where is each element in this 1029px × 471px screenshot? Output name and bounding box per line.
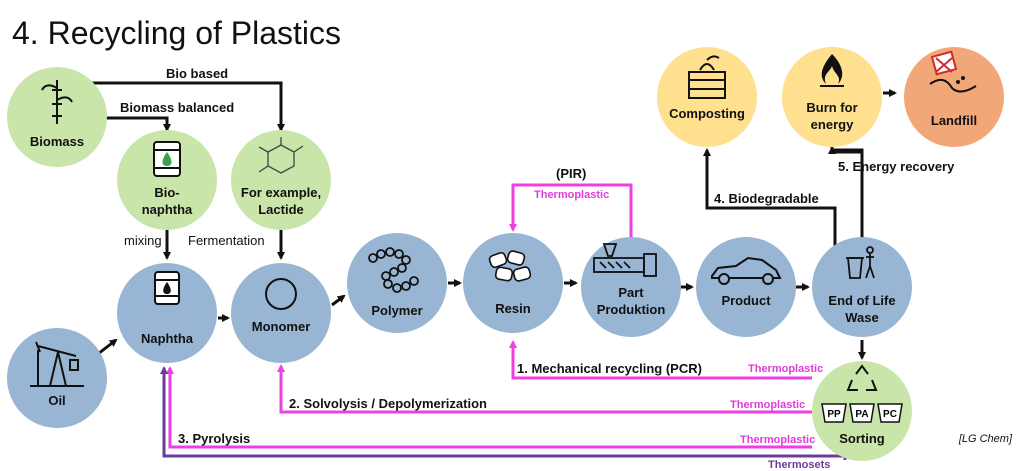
solvolysis-loop (277, 364, 812, 414)
landfill-icon (929, 50, 977, 93)
landfill-node: Landfill (904, 47, 1004, 147)
page-title: 4. Recycling of Plastics (12, 15, 341, 51)
recycle-icon (846, 364, 878, 391)
sort-bins: PP PA PC (821, 403, 903, 423)
polymer-node: Polymer (347, 233, 447, 333)
pyrolysis-thermoplastic-label: Thermoplastic (740, 434, 815, 446)
oil-node: Oil (7, 328, 107, 428)
polymer-chain-icon (368, 247, 419, 293)
oil-barrel-icon (154, 271, 180, 305)
solvolysis-label: 2. Solvolysis / Depolymerization (289, 396, 487, 411)
mixing-label: mixing (124, 233, 162, 248)
biomass-balanced-label: Biomass balanced (120, 100, 234, 115)
green-barrel-icon (153, 141, 181, 177)
pellets-icon (488, 250, 532, 282)
bin-pa-label: PA (855, 409, 868, 420)
source-credit: [LG Chem] (958, 433, 1013, 445)
monomer-to-polymer-arrow (331, 294, 346, 307)
pir-thermoplastic-label: Thermoplastic (534, 189, 609, 201)
biomass-balanced-arrow (100, 116, 171, 132)
burn-node: Burn for energy (782, 47, 882, 147)
pumpjack-icon (30, 341, 84, 387)
lactide-node: For example, Lactide (231, 130, 331, 230)
burn-label-2: energy (811, 117, 854, 132)
sorting-label: Sorting (839, 431, 885, 446)
bio-naphtha-label-1: Bio- (154, 185, 179, 200)
part-production-node: Part Produktion (581, 237, 681, 337)
solvolysis-thermoplastic-label: Thermoplastic (730, 399, 805, 411)
energy-recovery-label: 5. Energy recovery (838, 159, 955, 174)
bio-naphtha-label-2: naphtha (142, 202, 193, 217)
part-production-label-1: Part (618, 285, 644, 300)
pyrolysis-label: 3. Pyrolysis (178, 431, 250, 446)
compost-bin-icon (688, 55, 726, 99)
resin-label: Resin (495, 301, 530, 316)
resin-node: Resin (463, 233, 563, 333)
fermentation-label: Fermentation (188, 233, 265, 248)
lactide-label-2: Lactide (258, 202, 304, 217)
biomass-node: Biomass (7, 67, 107, 167)
part-production-label-2: Produktion (597, 302, 666, 317)
bio-naphtha-node: Bio- naphtha (117, 130, 217, 230)
monomer-label: Monomer (252, 319, 311, 334)
bamboo-icon (41, 80, 73, 124)
mechanical-recycling-label: 1. Mechanical recycling (PCR) (517, 361, 702, 376)
bio-based-label: Bio based (166, 66, 228, 81)
mechanical-thermoplastic-label: Thermoplastic (748, 363, 823, 375)
end-of-life-node: End of Life Wase (812, 237, 912, 337)
oil-label: Oil (48, 393, 65, 408)
monomer-node: Monomer (231, 263, 331, 363)
energy-recovery-arrow (828, 146, 862, 154)
trash-bin-icon (846, 246, 875, 279)
composting-node: Composting (657, 47, 757, 147)
lactide-molecule-icon (258, 137, 304, 174)
product-label: Product (721, 293, 771, 308)
biodegradable-label: 4. Biodegradable (714, 191, 819, 206)
thermosets-label: Thermosets (768, 459, 830, 471)
sorting-node: PP PA PC Sorting (812, 361, 912, 461)
product-node: Product (696, 237, 796, 337)
monomer-icon (265, 278, 297, 310)
end-of-life-label-1: End of Life (828, 293, 895, 308)
flame-icon (820, 54, 844, 87)
end-of-life-label-2: Wase (845, 310, 878, 325)
pyrolysis-loop (166, 366, 812, 449)
injection-molding-icon (593, 243, 657, 277)
pir-label: (PIR) (556, 166, 586, 181)
bin-pp-label: PP (827, 409, 841, 420)
composting-label: Composting (669, 106, 745, 121)
pir-loop (509, 183, 633, 243)
biomass-label: Biomass (30, 134, 84, 149)
mechanical-recycling-loop (509, 340, 812, 380)
car-icon (711, 256, 782, 285)
bio-based-arrow (90, 81, 285, 132)
biodegradable-arrow (703, 148, 837, 248)
naphtha-node: Naphtha (117, 263, 217, 363)
polymer-label: Polymer (371, 303, 422, 318)
landfill-label: Landfill (931, 113, 977, 128)
burn-label-1: Burn for (806, 100, 857, 115)
lactide-label-1: For example, (241, 185, 321, 200)
black-connectors (90, 81, 897, 360)
naphtha-label: Naphtha (141, 331, 194, 346)
bin-pc-label: PC (883, 409, 897, 420)
